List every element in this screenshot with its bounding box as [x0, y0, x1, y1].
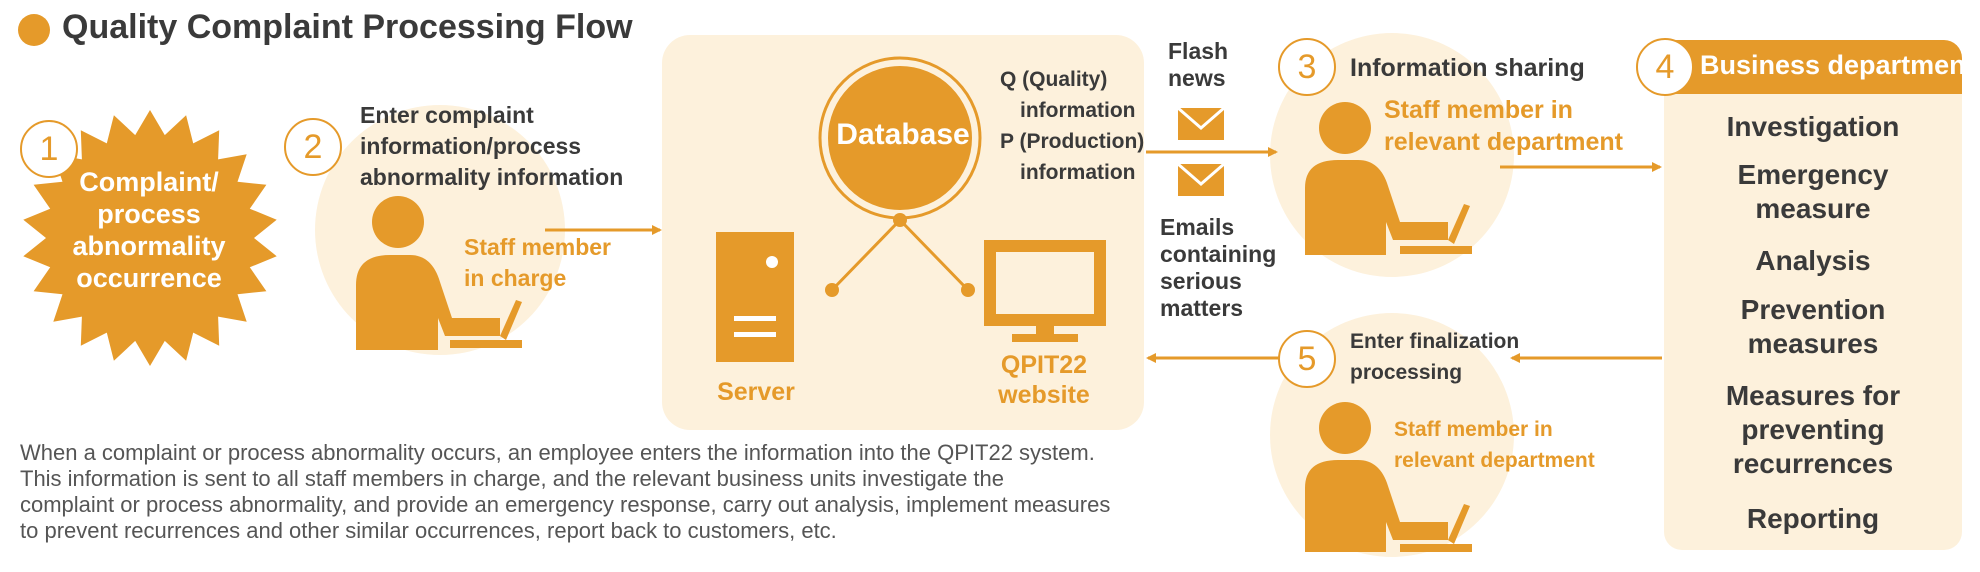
person-icon-step3 — [1305, 102, 1472, 255]
business-item-prevention-measures: Prevention measures — [1740, 294, 1886, 359]
database-connectors — [825, 213, 975, 297]
step-4-number: 4 — [1636, 38, 1694, 96]
process-description: When a complaint or process abnormality … — [20, 440, 1111, 543]
business-item-emergency-measure: Emergency measure — [1737, 159, 1889, 224]
person-icon-step2 — [356, 196, 522, 350]
business-item-analysis: Analysis — [1755, 245, 1871, 276]
step-2-action: Enter complaint information/process abno… — [360, 102, 624, 190]
step-5-staff: Staff member in relevant department — [1394, 418, 1595, 472]
title-bullet-icon — [18, 14, 50, 46]
step-2-staff: Staff member in charge — [464, 234, 611, 291]
server-icon — [716, 232, 794, 362]
envelope-icon-flash — [1177, 106, 1225, 140]
occurrence-starburst — [23, 110, 277, 366]
database-icon — [828, 66, 972, 210]
business-item-reporting: Reporting — [1746, 503, 1880, 534]
emails-label: Emails containing serious matters — [1160, 214, 1277, 321]
flow-arrows — [545, 147, 1662, 363]
business-department-header — [1670, 40, 1962, 94]
website-label: QPIT22 website — [998, 351, 1090, 409]
step-5-number: 5 — [1278, 330, 1336, 388]
diagram-title: Quality Complaint Processing Flow — [62, 8, 633, 46]
person-icon-step5 — [1305, 402, 1472, 552]
envelope-icon-emails — [1177, 162, 1225, 196]
flash-news-label: Flash news — [1168, 38, 1229, 91]
step-5-action: Enter finalization processing — [1350, 330, 1520, 384]
business-item-recurrence-measures: Measures for preventing recurrences — [1725, 380, 1901, 479]
step-3-title: Information sharing — [1350, 54, 1585, 82]
step-3-number: 3 — [1278, 38, 1336, 96]
database-label: Database — [836, 118, 970, 151]
quality-info-label: Q (Quality) information P (Production) i… — [1000, 68, 1145, 184]
step-3-staff: Staff member in relevant department — [1384, 96, 1623, 156]
website-monitor-icon — [984, 240, 1106, 342]
business-item-investigation: Investigation — [1726, 111, 1900, 142]
business-department-title: Business department — [1700, 50, 1975, 80]
step-2-number: 2 — [284, 118, 342, 176]
server-label: Server — [717, 378, 795, 406]
step-1-number: 1 — [20, 120, 78, 178]
step-1-label: Complaint/ process abnormality occurrenc… — [72, 167, 226, 293]
business-department-panel — [1664, 94, 1962, 550]
